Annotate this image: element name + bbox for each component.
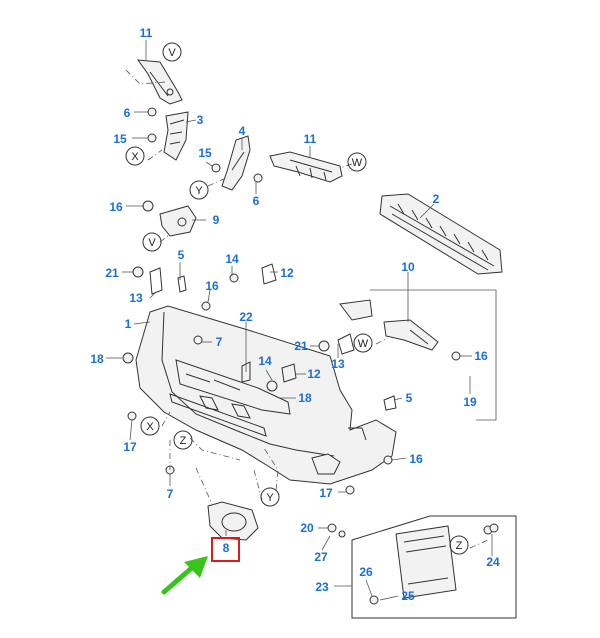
callout-17: 17 [319,486,333,500]
lower-grille [379,193,503,275]
callout-16: 16 [409,452,423,466]
bumper-cover [135,305,397,485]
ref-circle-W1: W [347,152,367,172]
svg-text:W: W [358,338,369,350]
svg-text:W: W [352,157,363,169]
callout-12: 12 [307,367,321,381]
side-bracket-3 [163,111,189,161]
callout-24: 24 [486,555,500,569]
callout-22: 22 [239,310,253,324]
alignment-lines [125,69,489,549]
callout-6: 6 [253,194,260,208]
license-plate-box [351,515,517,619]
leader-lines [106,40,497,601]
callout-14: 14 [258,354,272,368]
callout-18: 18 [90,352,104,366]
callout-26: 26 [359,565,373,579]
callout-9: 9 [213,213,220,227]
callout-4: 4 [239,124,246,138]
callout-11: 11 [304,132,317,146]
ref-circle-W2: W [353,333,373,353]
svg-text:Y: Y [266,492,274,504]
ref-circle-Z2: Z [449,535,469,555]
upper-left-bracket [136,59,183,105]
callout-21: 21 [294,339,308,353]
callout-12: 12 [280,266,294,280]
callout-21: 21 [105,266,119,280]
callout-25: 25 [401,589,415,603]
svg-text:V: V [168,47,176,59]
reference-circles: V X Y W V W X Z Y Z [125,42,469,555]
svg-text:Z: Z [456,540,463,552]
callout-16: 16 [109,200,123,214]
pointer-arrow [161,556,208,595]
svg-text:Y: Y [195,185,203,197]
callout-8: 8 [223,541,230,555]
callout-17: 17 [123,440,137,454]
svg-text:Z: Z [180,435,187,447]
bracket-9 [159,205,197,237]
ref-circle-X2: X [140,416,160,436]
callout-2: 2 [433,192,440,206]
callout-5: 5 [406,391,413,405]
callout-6: 6 [124,106,131,120]
callout-13: 13 [129,291,143,305]
ref-circle-Y2: Y [260,487,280,507]
callout-3: 3 [197,113,204,127]
callout-5: 5 [178,248,185,262]
ref-circle-V1: V [162,42,182,62]
callout-23: 23 [315,580,329,594]
svg-text:X: X [131,151,139,163]
callout-7: 7 [216,335,223,349]
highlight-box [211,537,240,562]
ref-circle-V2: V [142,232,162,252]
callout-20: 20 [300,521,314,535]
callout-18: 18 [298,391,312,405]
callout-10: 10 [401,260,415,274]
callout-labels: 11 6 3 15 4 11 15 6 16 9 2 21 5 14 12 13… [90,26,500,603]
lower-bracket-10 [339,299,439,351]
callout-14: 14 [225,252,239,266]
callout-7: 7 [167,487,174,501]
callout-27: 27 [314,550,328,564]
bracket-4 [221,135,251,191]
callout-16: 16 [474,349,488,363]
callout-11: 11 [140,26,153,40]
callout-15: 15 [113,132,127,146]
reinforcement-11 [269,151,343,183]
callout-13: 13 [331,357,345,371]
callout-15: 15 [198,146,212,160]
fog-lamp-bezel [207,501,259,541]
svg-text:V: V [148,237,156,249]
ref-circle-Y1: Y [189,180,209,200]
ref-circle-X1: X [125,146,145,166]
callout-1: 1 [125,317,132,331]
svg-text:X: X [146,421,154,433]
callout-19: 19 [463,395,477,409]
callout-16: 16 [205,279,219,293]
ref-circle-Z1: Z [173,430,193,450]
